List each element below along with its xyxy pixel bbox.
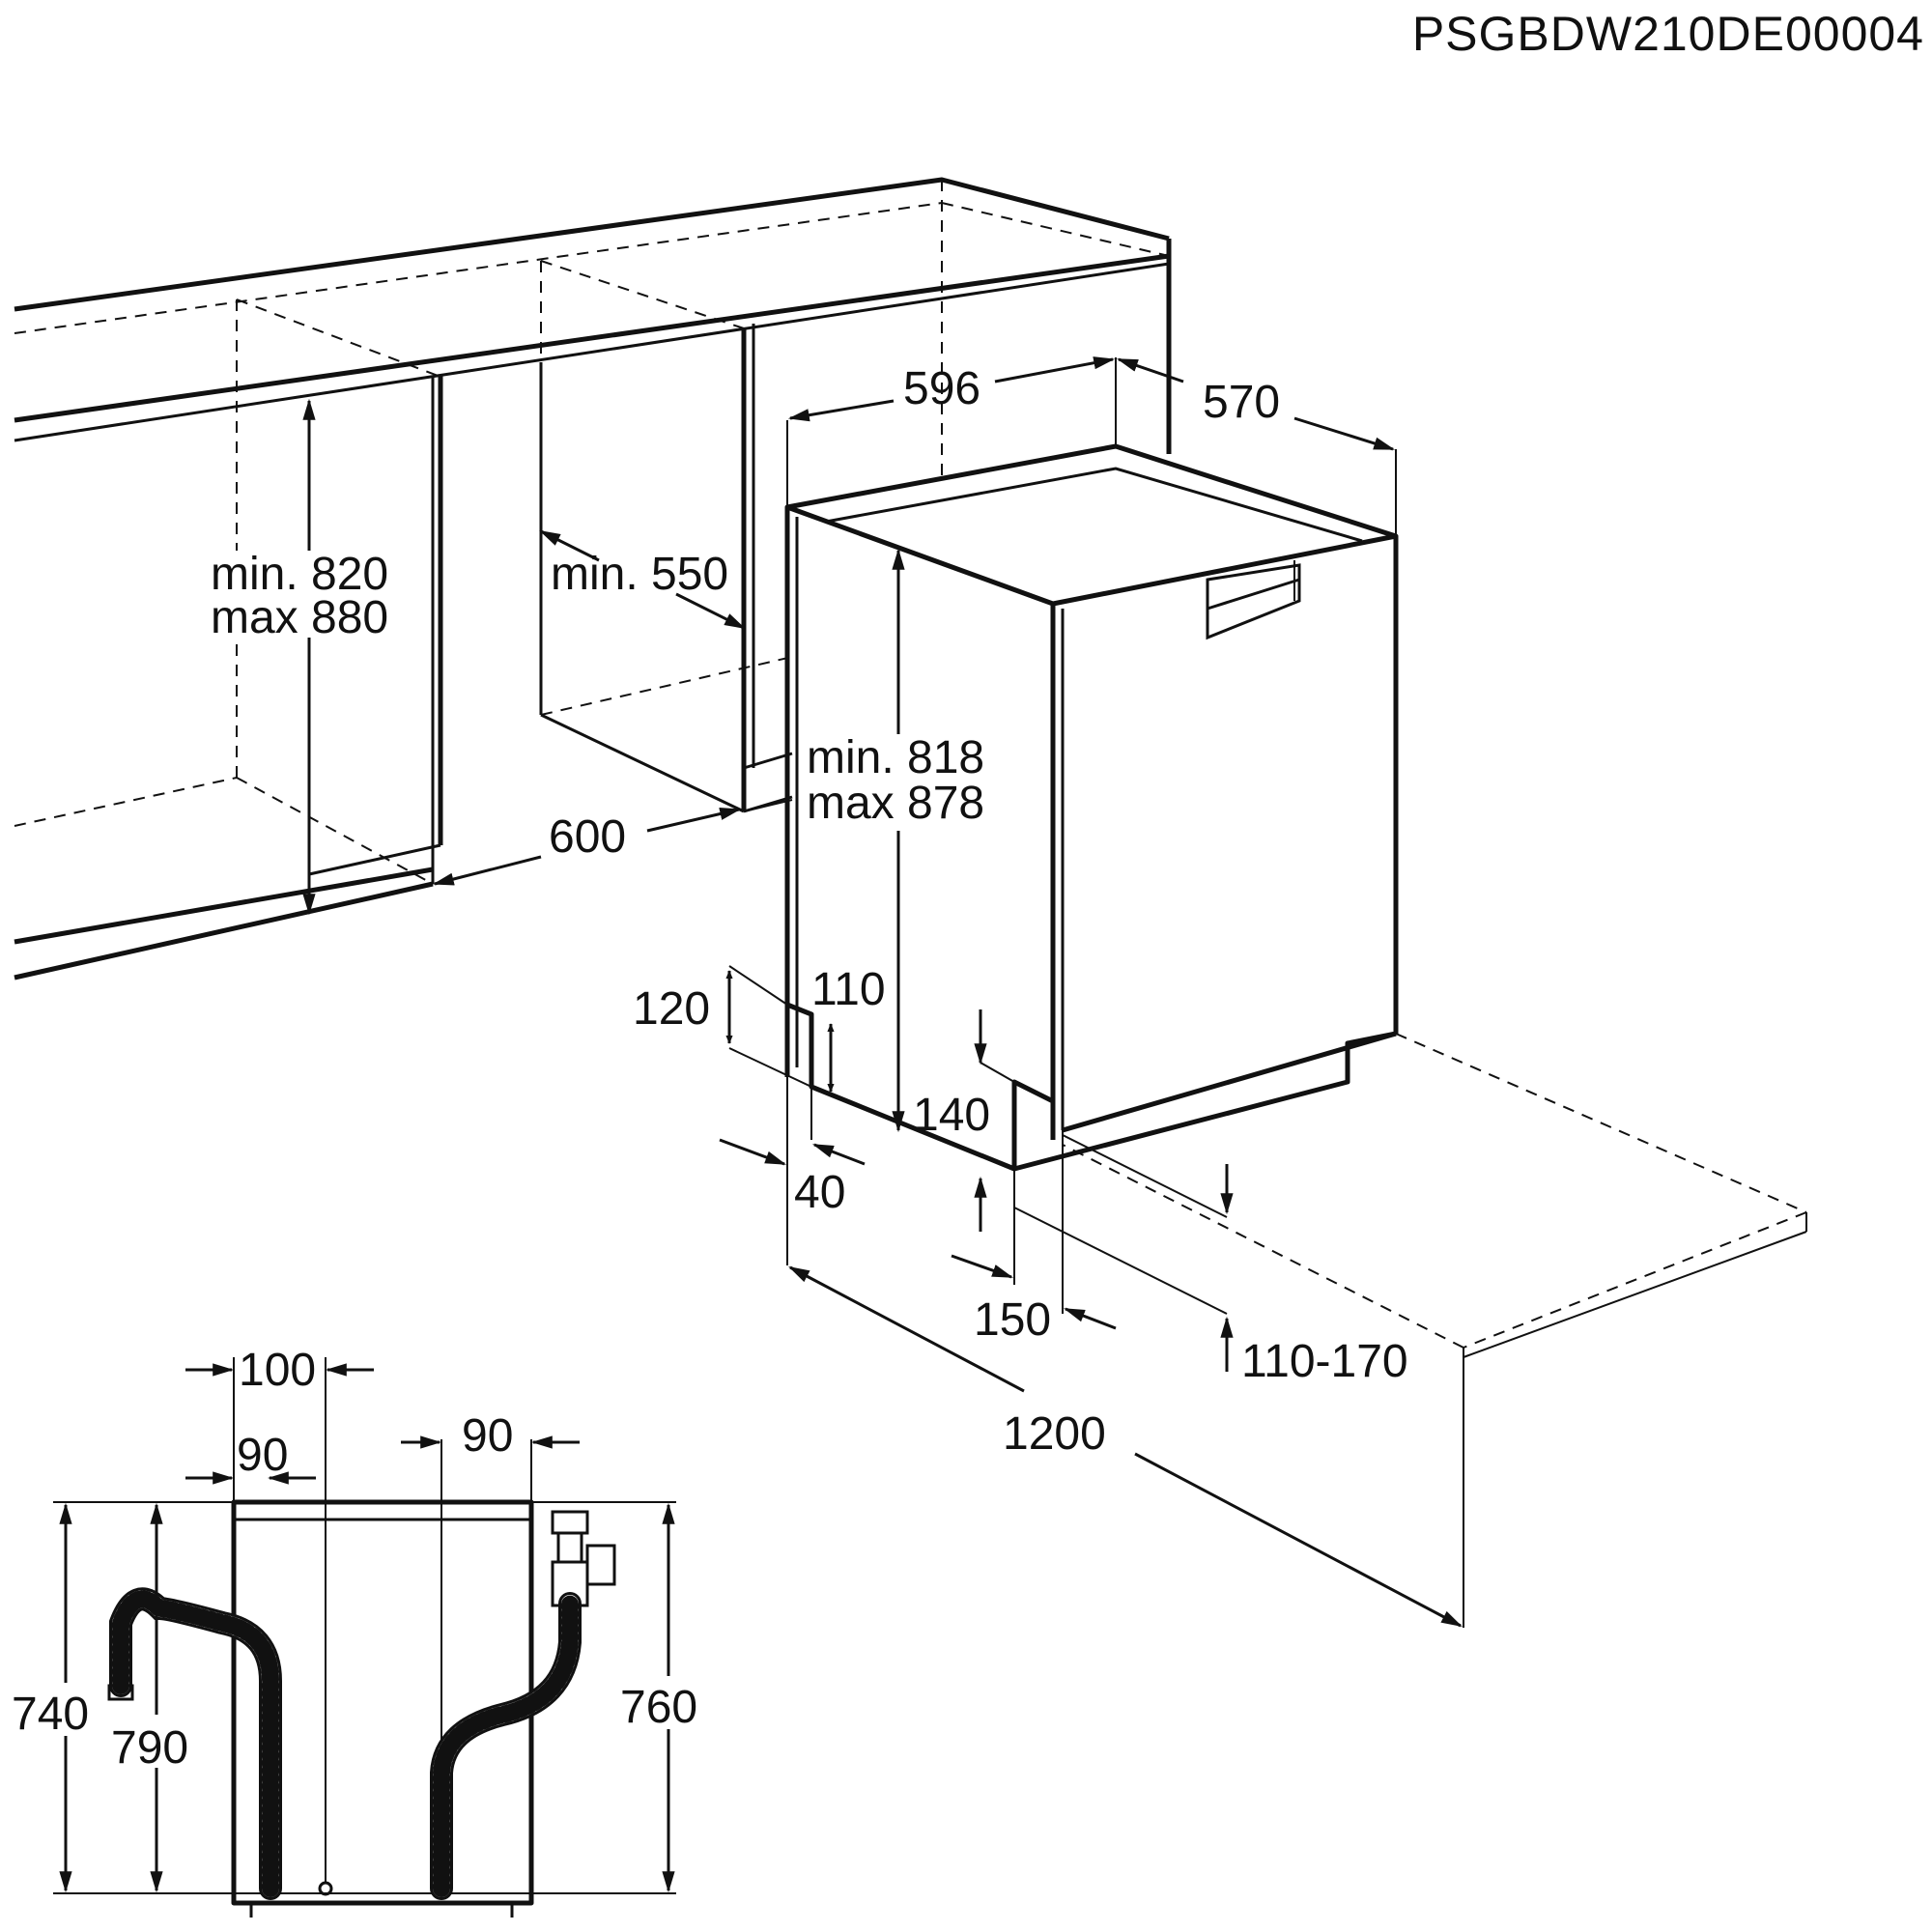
label-100: 100 xyxy=(239,1345,316,1396)
label-1200: 1200 xyxy=(1003,1408,1106,1460)
dishwasher xyxy=(719,356,1807,1628)
label-niche-height-max: max 880 xyxy=(211,592,388,643)
rear-view xyxy=(10,1357,713,1918)
label-110-170: 110-170 xyxy=(1241,1336,1408,1387)
label-niche-height-min: min. 820 xyxy=(211,549,388,600)
label-760: 760 xyxy=(620,1682,697,1733)
label-140: 140 xyxy=(913,1090,990,1141)
kitchen-niche xyxy=(14,177,1172,980)
label-790: 790 xyxy=(111,1722,188,1774)
label-40: 40 xyxy=(794,1167,845,1218)
label-90-left: 90 xyxy=(237,1430,288,1481)
label-596: 596 xyxy=(903,363,980,414)
label-niche-width: 600 xyxy=(549,811,626,863)
label-120: 120 xyxy=(633,983,710,1035)
label-90-right: 90 xyxy=(462,1410,513,1462)
label-appliance-height-max: max 878 xyxy=(807,778,984,829)
label-150: 150 xyxy=(974,1294,1051,1346)
label-740: 740 xyxy=(12,1689,89,1740)
label-appliance-height-min: min. 818 xyxy=(807,732,984,783)
label-110: 110 xyxy=(811,964,886,1015)
reference-code: PSGBDW210DE00004 xyxy=(1411,7,1924,61)
label-niche-depth: min. 550 xyxy=(551,549,728,600)
label-570: 570 xyxy=(1203,377,1280,428)
